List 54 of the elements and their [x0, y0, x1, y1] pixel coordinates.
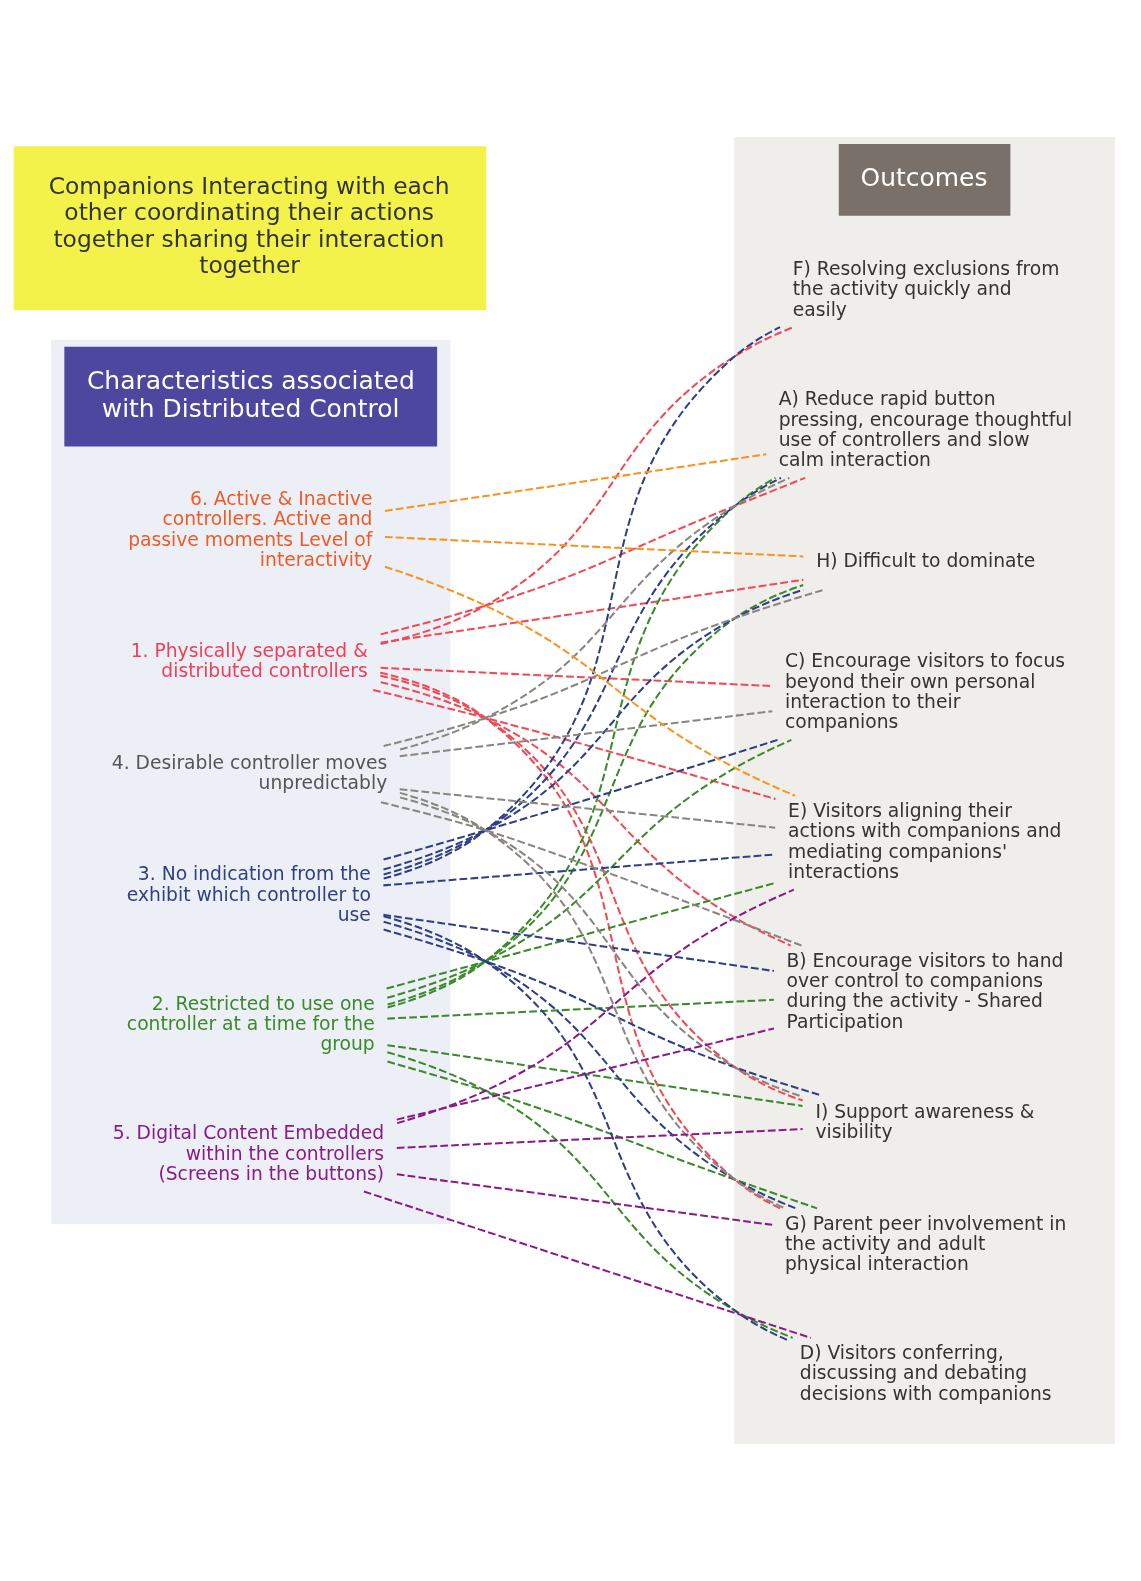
node-text: 4. Desirable controller moves unpredictably — [111, 751, 388, 794]
node-text: 1. Physically separated & distributed controllers — [130, 639, 368, 681]
node-text: 2. Restricted to use one controller at a time for the group — [126, 992, 375, 1055]
connector — [396, 1027, 775, 1121]
connector — [380, 326, 793, 646]
node-text: H) Difficult to dominate — [816, 549, 1036, 571]
connector — [396, 1128, 803, 1149]
node-text: D) Visitors conferring, discussing and debating decisions with companions — [799, 1342, 1052, 1404]
connector — [380, 671, 781, 1210]
connector — [396, 888, 795, 1125]
connector — [399, 796, 803, 1098]
connector — [380, 666, 773, 687]
connector — [383, 476, 782, 876]
node-text: C) Encourage visitors to focus beyond their own personal interaction to their companions — [784, 650, 1066, 733]
connector — [383, 913, 775, 973]
connector — [387, 584, 804, 1006]
connector — [384, 565, 796, 797]
node-text: I) Support awareness & visibility — [815, 1101, 1035, 1143]
connector — [363, 1190, 812, 1339]
node-box: Companions Interacting with each other coordinating their actions together sharing their interaction together — [13, 146, 487, 311]
connector — [386, 881, 776, 990]
connector — [383, 738, 778, 861]
connector — [383, 589, 823, 747]
connector — [380, 476, 806, 636]
connector — [399, 791, 786, 1210]
node-text: 3. No indication from the exhibit which controller to use — [126, 863, 371, 925]
connector — [384, 536, 804, 558]
connector — [383, 928, 822, 1097]
connector — [387, 1060, 818, 1210]
connector — [387, 998, 774, 1020]
connector — [380, 674, 804, 1102]
node-text: 6. Active & Inactive controllers. Active and passive moments Level of interactivity — [128, 488, 373, 571]
node-text: A) Reduce rapid button pressing, encourage thoughtful use of controllers and slow calm interaction — [778, 388, 1073, 471]
node-text: F) Resolving exclusions from the activity quickly and easily — [792, 258, 1060, 320]
connector — [399, 476, 790, 751]
connector — [380, 801, 802, 947]
connector — [383, 915, 788, 1341]
connector — [387, 476, 777, 1009]
connector — [383, 920, 797, 1210]
connector — [372, 689, 776, 800]
connector — [387, 1051, 794, 1339]
node-text: B) Encourage visitors to hand over control to companions during the activity - Shared Participation — [786, 949, 1064, 1032]
connector — [384, 453, 767, 512]
node-text: 5. Digital Content Embedded within the controllers (Screens in the buttons) — [112, 1122, 385, 1184]
node-text: G) Parent peer involvement in the activity and adult physical interaction — [784, 1212, 1067, 1275]
connector — [387, 1044, 803, 1107]
node-text: E) Visitors aligning their actions with companions and mediating companions' interactions — [788, 800, 1062, 883]
connector — [396, 1173, 773, 1226]
connector — [399, 788, 776, 829]
connector — [380, 578, 804, 644]
connector — [380, 681, 792, 947]
connector — [383, 326, 781, 880]
connector — [386, 739, 792, 999]
connector — [399, 710, 773, 758]
